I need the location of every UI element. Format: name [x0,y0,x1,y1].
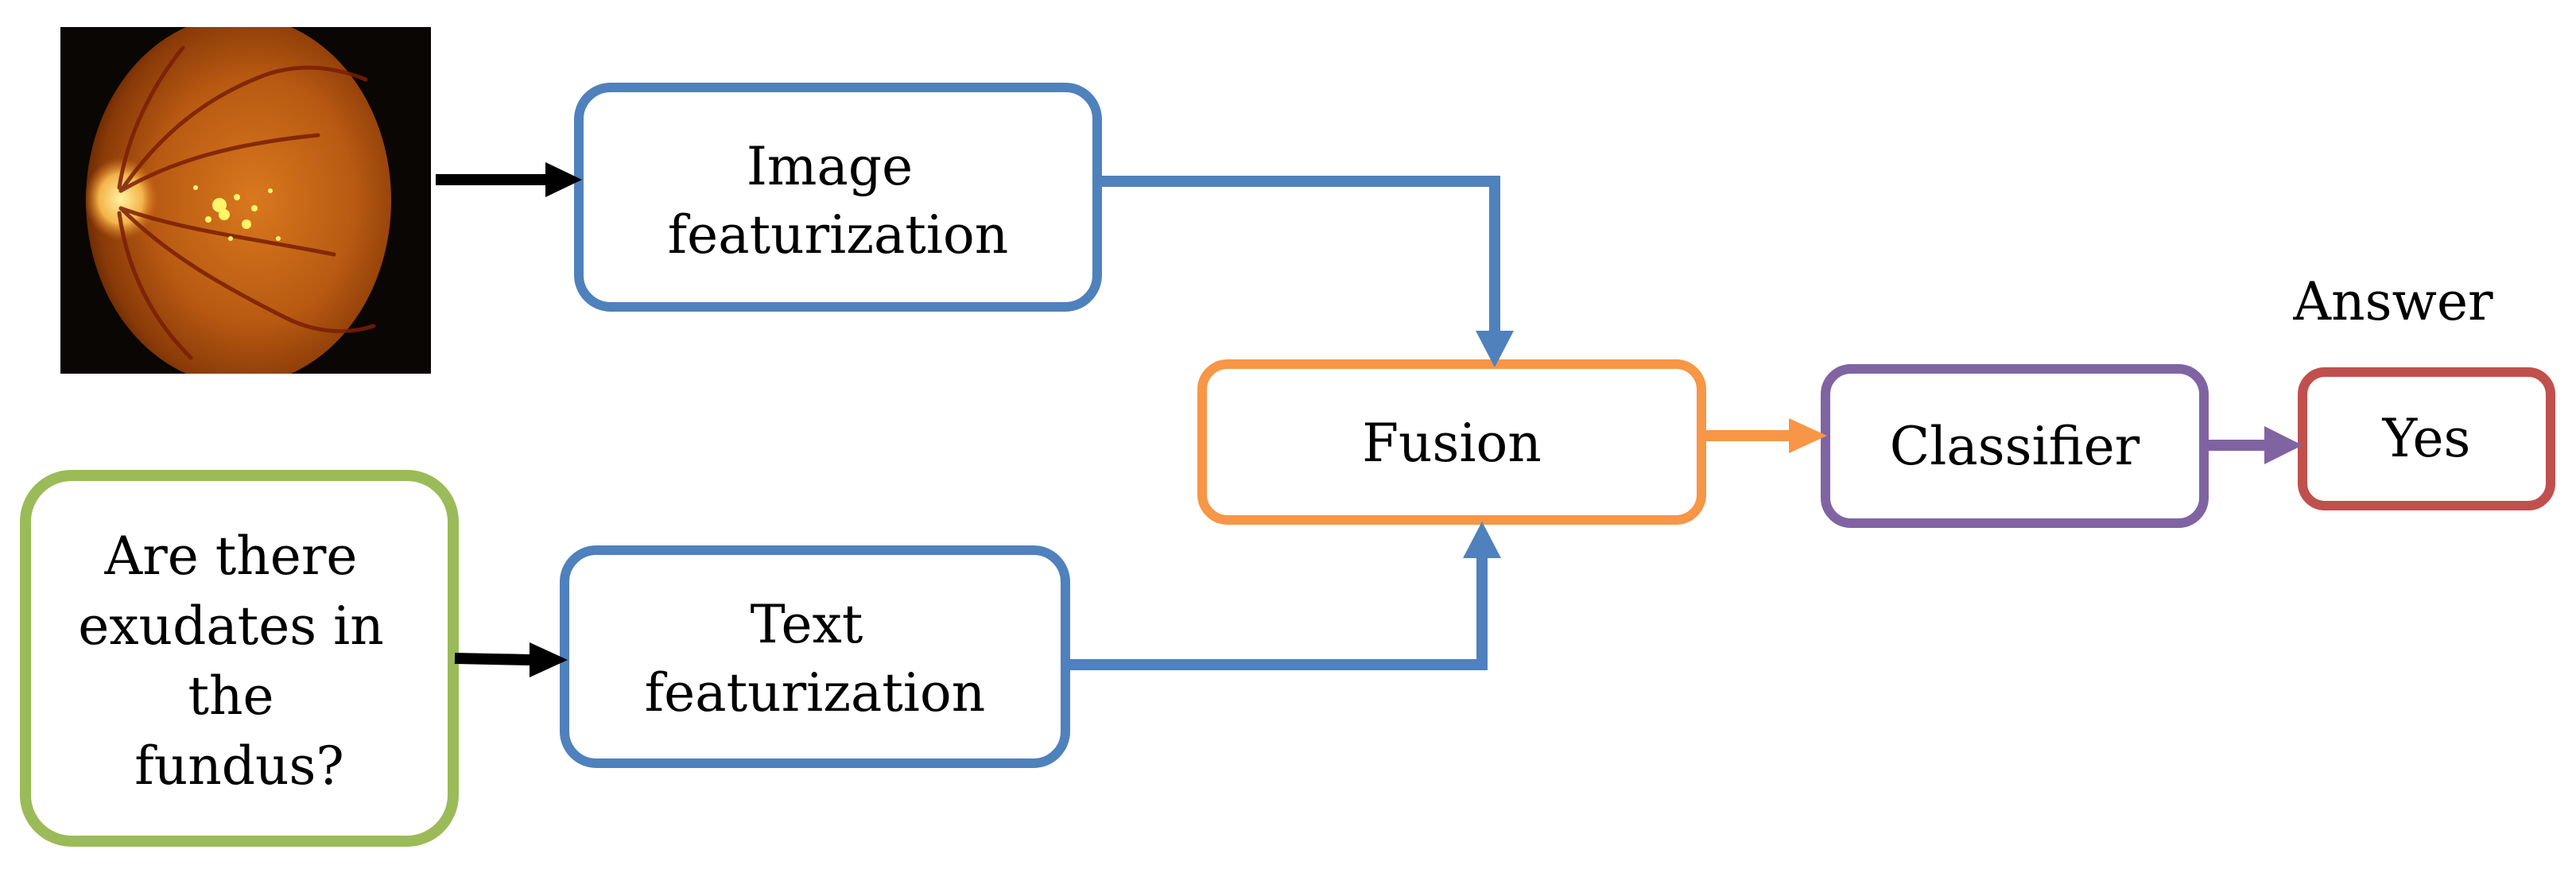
question-box [20,470,459,847]
text-featurization-line-1: Text [751,594,863,655]
fusion-box [1197,359,1706,525]
question-line-3: the [188,665,274,727]
fundus-image [60,27,431,374]
arrow-fusion-to-classifier [1706,418,1827,453]
text-featurization-label: Text featurization [645,594,986,724]
answer-heading: Answer [2292,271,2493,332]
text-featurization-box [560,545,1070,768]
answer-value: Yes [2382,408,2471,469]
image-featurization-label: Image featurization [668,136,1009,266]
arrow-image-featurization-to-fusion [1102,176,1514,367]
image-featurization-line-2: featurization [668,204,1009,266]
question-line-2: exudates in [78,595,383,657]
arrow-text-featurization-to-fusion [1070,522,1501,670]
arrow-classifier-to-answer [2209,426,2302,464]
question-text: Are there exudates in the fundus? [78,526,400,797]
fusion-label: Fusion [1362,413,1542,474]
retina-fundus-photo-icon [84,27,391,374]
text-featurization-line-2: featurization [645,662,986,724]
question-line-4: fundus? [134,735,343,797]
answer-box [2298,367,2555,510]
arrow-question-to-text-featurization [454,642,568,677]
classifier-label: Classifier [1890,416,2140,477]
question-line-1: Are there [104,526,358,587]
arrow-image-to-image-featurization [436,162,582,197]
classifier-box [1821,364,2209,528]
image-featurization-box [574,83,1102,312]
image-featurization-line-1: Image [747,136,913,197]
